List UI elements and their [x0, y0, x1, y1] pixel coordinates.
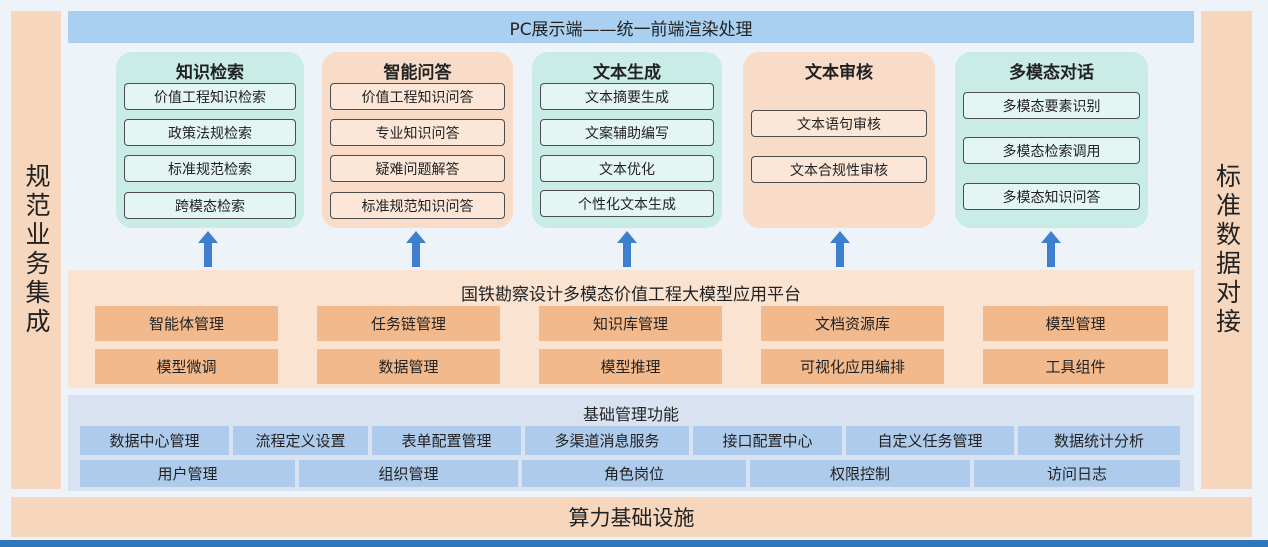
up-arrow-icon	[406, 231, 426, 267]
up-arrow-icon	[1041, 231, 1061, 267]
card-text-generation: 文本生成 文本摘要生成 文案辅助编写 文本优化 个性化文本生成	[532, 52, 722, 228]
left-side-label: 规范业务集成	[22, 163, 51, 337]
base-title: 基础管理功能	[582, 405, 679, 424]
frontend-bar: PC展示端——统一前端渲染处理	[68, 11, 1194, 43]
card-knowledge-search: 知识检索 价值工程知识检索 政策法规检索 标准规范检索 跨模态检索	[116, 52, 304, 228]
base-module: 自定义任务管理	[846, 426, 1014, 455]
up-arrow-icon	[198, 231, 218, 267]
platform-section: 国铁勘察设计多模态价值工程大模型应用平台 智能体管理 任务链管理 知识库管理 文…	[68, 270, 1194, 388]
card-text-review: 文本审核 文本语句审核 文本合规性审核	[743, 52, 935, 228]
base-module: 角色岗位	[522, 460, 746, 487]
platform-module: 文档资源库	[761, 306, 944, 341]
platform-module: 模型推理	[539, 349, 722, 384]
left-side-panel: 规范业务集成	[11, 11, 61, 489]
card-title: 多模态对话	[1009, 63, 1094, 83]
card-item: 价值工程知识问答	[330, 83, 505, 110]
card-item: 价值工程知识检索	[124, 83, 296, 110]
base-module: 流程定义设置	[233, 426, 368, 455]
platform-module: 模型微调	[95, 349, 278, 384]
card-item: 文本语句审核	[751, 110, 927, 137]
card-item: 疑难问题解答	[330, 155, 505, 182]
base-module: 用户管理	[80, 460, 295, 487]
card-item: 多模态要素识别	[963, 92, 1140, 119]
base-module: 数据中心管理	[80, 426, 229, 455]
base-module: 组织管理	[299, 460, 518, 487]
card-item: 专业知识问答	[330, 119, 505, 146]
card-smart-qa: 智能问答 价值工程知识问答 专业知识问答 疑难问题解答 标准规范知识问答	[322, 52, 513, 228]
card-title: 文本生成	[593, 63, 661, 83]
platform-module: 智能体管理	[95, 306, 278, 341]
card-item: 标准规范知识问答	[330, 192, 505, 219]
card-item: 文本优化	[540, 155, 714, 182]
card-multimodal-dialog: 多模态对话 多模态要素识别 多模态检索调用 多模态知识问答	[955, 52, 1148, 228]
platform-module: 工具组件	[983, 349, 1168, 384]
right-side-label: 标准数据对接	[1212, 163, 1242, 337]
card-item: 文案辅助编写	[540, 119, 714, 146]
platform-module: 可视化应用编排	[761, 349, 944, 384]
up-arrow-icon	[617, 231, 637, 267]
bottom-strip	[0, 540, 1268, 547]
card-title: 文本审核	[805, 63, 873, 83]
platform-module: 数据管理	[317, 349, 500, 384]
platform-module: 任务链管理	[317, 306, 500, 341]
card-item: 标准规范检索	[124, 155, 296, 182]
base-module: 表单配置管理	[372, 426, 521, 455]
base-management-section: 基础管理功能 数据中心管理 流程定义设置 表单配置管理 多渠道消息服务 接口配置…	[68, 395, 1194, 491]
card-item: 政策法规检索	[124, 119, 296, 146]
card-title: 智能问答	[383, 63, 452, 83]
base-module: 数据统计分析	[1018, 426, 1180, 455]
base-module: 访问日志	[974, 460, 1180, 487]
card-item: 跨模态检索	[124, 192, 296, 219]
card-item: 多模态知识问答	[963, 183, 1140, 210]
base-module: 多渠道消息服务	[525, 426, 689, 455]
platform-title: 国铁勘察设计多模态价值工程大模型应用平台	[461, 285, 801, 305]
card-item: 多模态检索调用	[963, 137, 1140, 164]
base-module: 接口配置中心	[693, 426, 842, 455]
card-item: 文本摘要生成	[540, 83, 714, 110]
card-item: 文本合规性审核	[751, 156, 927, 183]
compute-infrastructure: 算力基础设施	[11, 497, 1252, 537]
up-arrow-icon	[830, 231, 850, 267]
base-module: 权限控制	[750, 460, 970, 487]
card-title: 知识检索	[176, 63, 244, 83]
platform-module: 知识库管理	[539, 306, 722, 341]
platform-module: 模型管理	[983, 306, 1168, 341]
card-item: 个性化文本生成	[540, 190, 714, 217]
right-side-panel: 标准数据对接	[1201, 11, 1252, 489]
